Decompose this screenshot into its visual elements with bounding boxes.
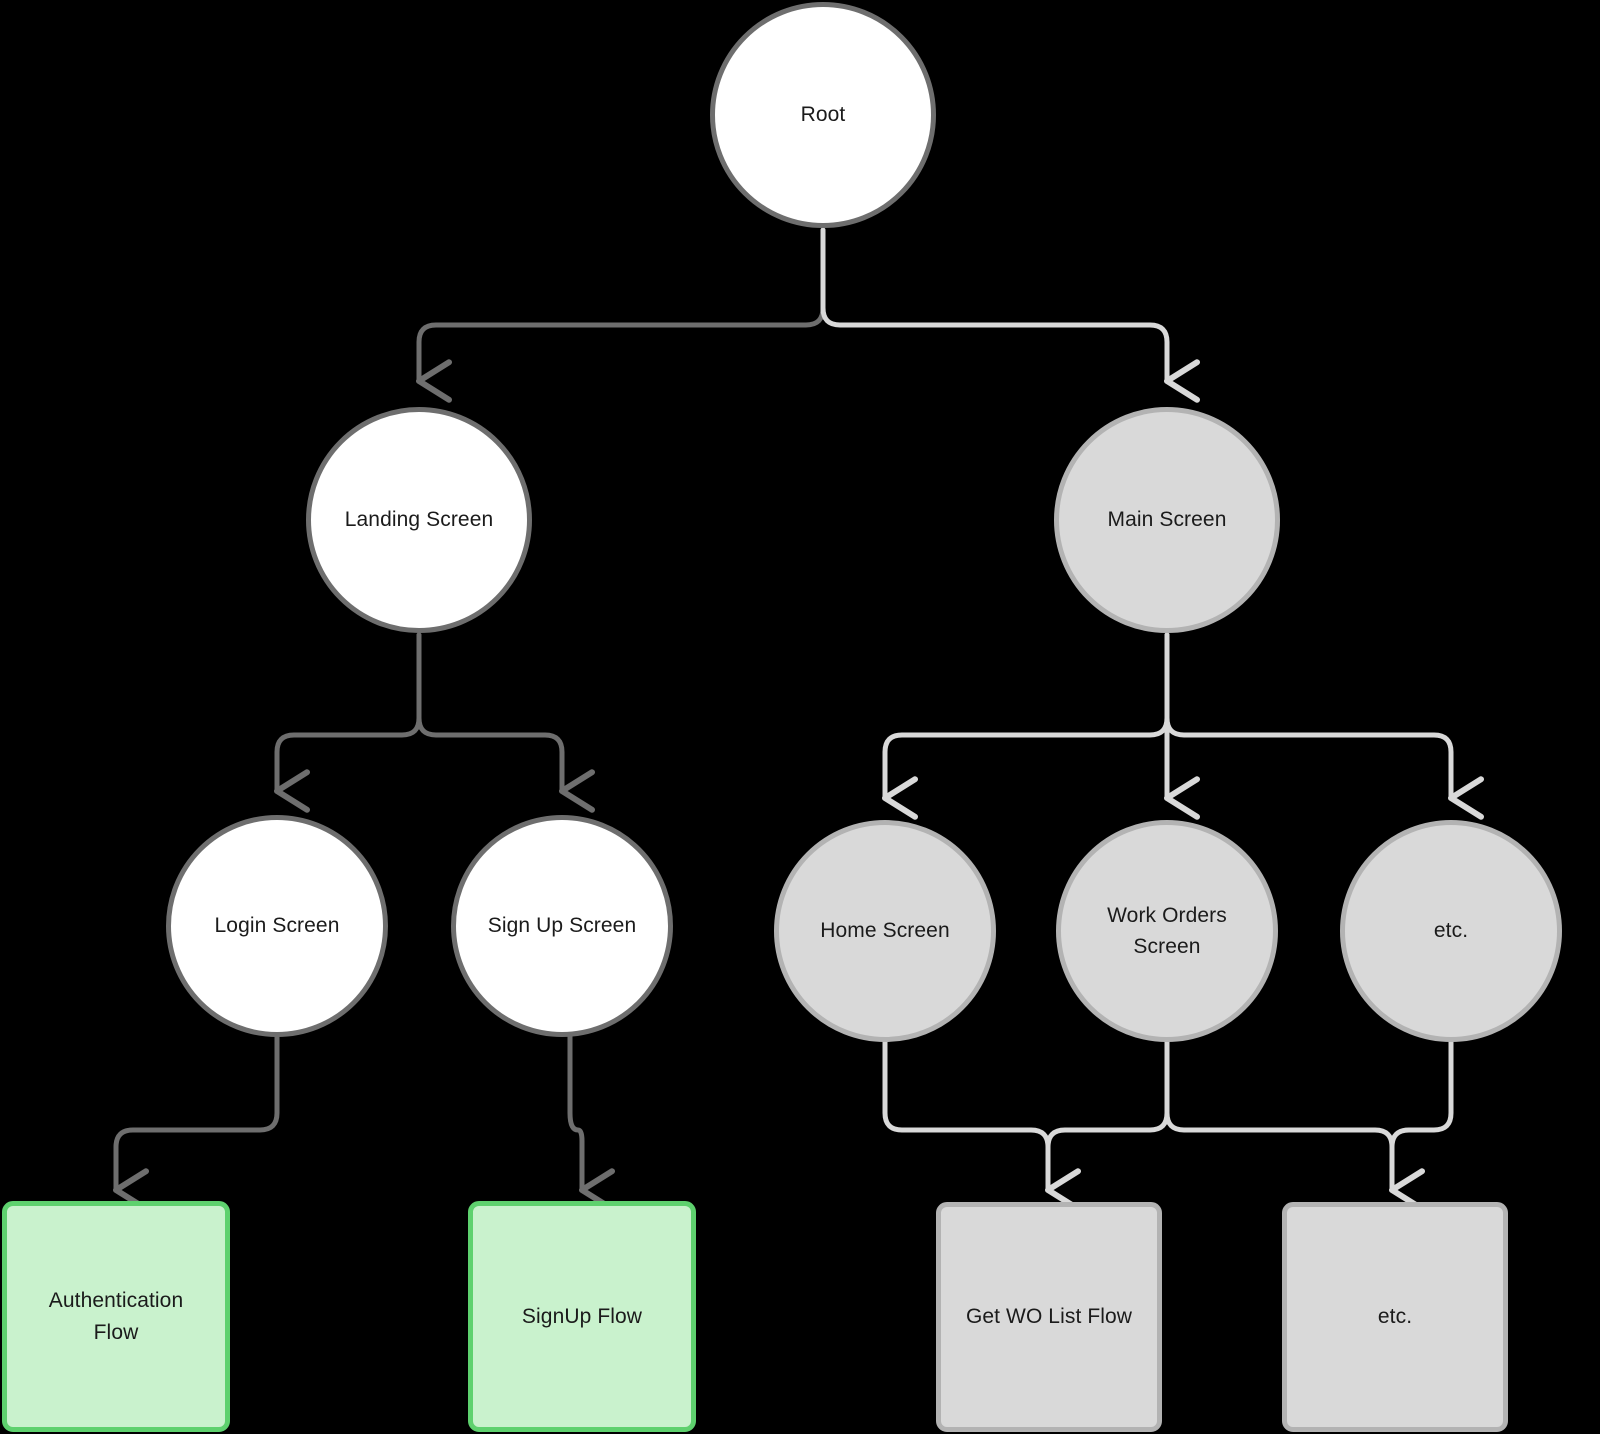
edge-root-landing [416, 227, 826, 403]
node-signup-flow-label: SignUp Flow [521, 1304, 643, 1328]
edge-root-main [820, 227, 1200, 403]
edge-etcscreen-etcflow [1389, 1037, 1454, 1165]
node-authentication-flow-label: Authentication Flow [48, 1289, 184, 1344]
node-login-screen-label: Login Screen [214, 914, 340, 938]
edge-workorders-etcflow [1164, 1037, 1395, 1165]
node-sign-up-screen-label: Sign Up Screen [487, 914, 637, 938]
node-etc-screen[interactable]: etc. [1340, 820, 1562, 1042]
node-root[interactable]: Root [710, 2, 936, 228]
node-signup-flow[interactable]: SignUp Flow [468, 1201, 696, 1432]
node-etc-flow-label: etc. [1377, 1305, 1413, 1329]
edge-login-auth [113, 1031, 280, 1212]
node-home-screen[interactable]: Home Screen [774, 820, 996, 1042]
node-home-screen-label: Home Screen [820, 919, 950, 943]
node-landing-screen[interactable]: Landing Screen [306, 407, 532, 633]
node-landing-screen-label: Landing Screen [344, 508, 494, 532]
node-get-wo-list-flow-label: Get WO List Flow [965, 1305, 1133, 1329]
edge-landing-signup [416, 632, 595, 813]
node-main-screen[interactable]: Main Screen [1054, 407, 1280, 633]
edge-signup-signupflow [567, 1031, 615, 1212]
node-sign-up-screen[interactable]: Sign Up Screen [451, 815, 673, 1037]
edge-main-etc [1164, 632, 1484, 820]
node-root-label: Root [800, 103, 846, 127]
edge-home-getwo [882, 1037, 1051, 1165]
edge-landing-login [274, 632, 422, 813]
edge-main-home [882, 632, 1170, 820]
node-etc-flow[interactable]: etc. [1282, 1202, 1508, 1432]
edge-workorders-getwo [1045, 1037, 1170, 1165]
node-main-screen-label: Main Screen [1107, 508, 1227, 532]
node-work-orders-screen[interactable]: Work Orders Screen [1056, 820, 1278, 1042]
node-etc-screen-label: etc. [1433, 919, 1469, 943]
node-work-orders-screen-label: Work Orders Screen [1107, 903, 1227, 959]
node-get-wo-list-flow[interactable]: Get WO List Flow [936, 1202, 1162, 1432]
node-authentication-flow[interactable]: Authentication Flow [2, 1201, 230, 1432]
node-login-screen[interactable]: Login Screen [166, 815, 388, 1037]
